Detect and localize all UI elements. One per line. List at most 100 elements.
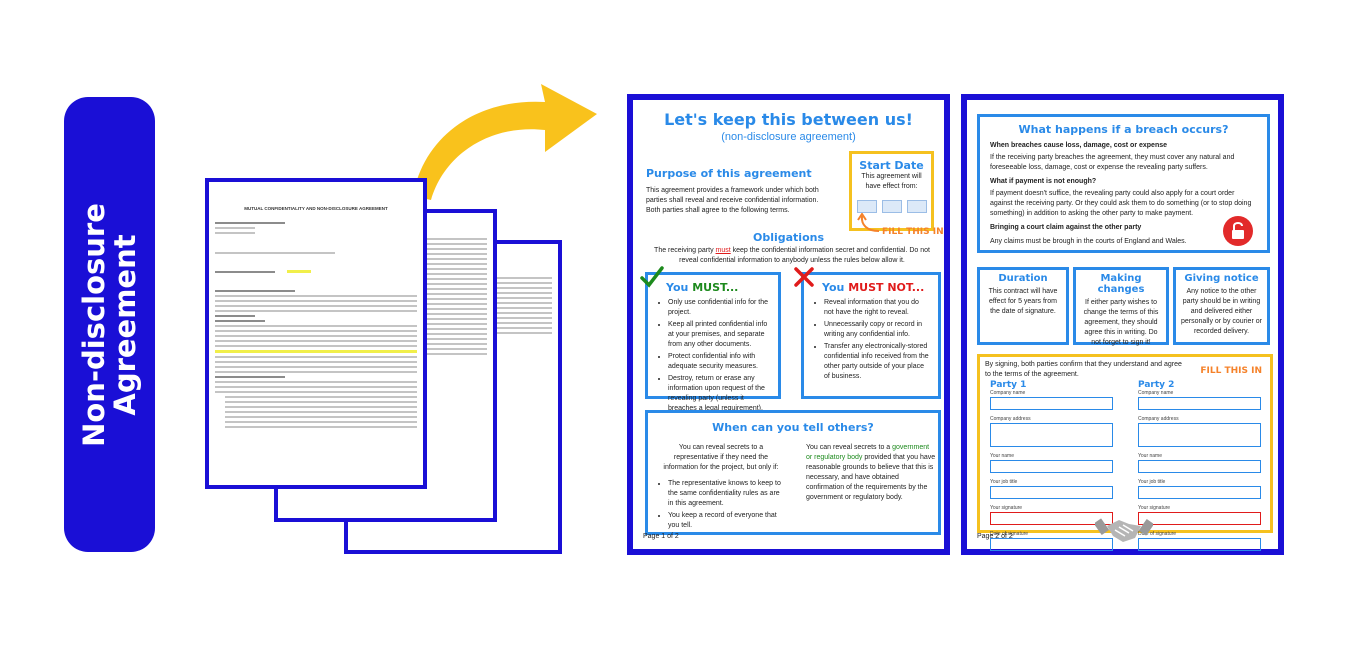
party-2-date-of-signature-field[interactable]	[1138, 538, 1261, 551]
must-not-item: Unnecessarily copy or record in writing …	[824, 320, 930, 340]
page-2-number: Page 2 of 2	[977, 533, 1013, 540]
breach-heading: What happens if a breach occurs?	[1018, 123, 1229, 136]
agreement-page-2: What happens if a breach occurs? When br…	[961, 94, 1284, 555]
start-date-day-field[interactable]	[857, 200, 877, 213]
must-not-keyword: MUST NOT...	[848, 281, 925, 294]
signing-intro: By signing, both parties confirm that th…	[985, 361, 1182, 378]
padlock-icon	[1223, 216, 1253, 246]
breach-text-1: If the receiving party breaches the agre…	[990, 154, 1235, 171]
purpose-heading: Purpose of this agreement	[646, 167, 812, 180]
obligations-text: The receiving party must keep the confid…	[647, 246, 937, 266]
title-banner: Non-disclosure Agreement	[64, 97, 155, 552]
tell-others-right: You can reveal secrets to a government o…	[806, 443, 936, 503]
duration-box: Duration This contract will have effect …	[977, 267, 1069, 345]
tell-others-right-end: provided that you have reasonable ground…	[806, 454, 936, 501]
start-date-year-field[interactable]	[907, 200, 927, 213]
start-date-heading: Start Date	[859, 159, 924, 172]
party-2-your-name-field[interactable]	[1138, 460, 1261, 473]
party-1-section: Party 1 Company name Company address You…	[990, 380, 1113, 557]
party-2-job-title-field[interactable]	[1138, 486, 1261, 499]
page-title: Let's keep this between us!	[664, 110, 913, 129]
tell-others-left-intro: You can reveal secrets to a representati…	[663, 444, 779, 471]
field-label: Date of signature	[990, 531, 1029, 537]
must-not-heading: You MUST NOT...	[822, 281, 930, 294]
tell-others-left: You can reveal secrets to a representati…	[656, 443, 786, 533]
must-item: Protect confidential info with adequate …	[668, 352, 770, 372]
tell-others-left-list: The representative knows to keep to the …	[656, 479, 786, 531]
field-label: Your name	[1138, 453, 1162, 459]
making-changes-heading: Making changes	[1097, 273, 1145, 295]
breach-sub-2: What if payment is not enough?	[990, 178, 1097, 185]
breach-sub-3: Bringing a court claim against the other…	[990, 224, 1142, 231]
banner-line-1: Non-disclosure	[76, 202, 111, 447]
signing-box: By signing, both parties confirm that th…	[977, 354, 1273, 551]
breach-sub-1: When breaches cause loss, damage, cost o…	[990, 142, 1168, 149]
field-label: Your signature	[990, 505, 1023, 511]
party-2-company-address-field[interactable]	[1138, 423, 1261, 447]
start-date-month-field[interactable]	[882, 200, 902, 213]
old-document-heading: MUTUAL CONFIDENTIALITY AND NON-DISCLOSUR…	[244, 206, 388, 211]
purpose-text: This agreement provides a framework unde…	[646, 187, 819, 214]
party-2-signature-field[interactable]	[1138, 512, 1261, 525]
party-1-company-name-field[interactable]	[990, 397, 1113, 410]
party-1-date-of-signature-field[interactable]	[990, 538, 1113, 551]
banner-line-2: Agreement	[107, 233, 142, 416]
party-2-section: Party 2 Company name Company address You…	[1138, 380, 1261, 557]
field-label: Company name	[1138, 390, 1174, 396]
handshake-icon	[1095, 518, 1153, 542]
field-label: Your name	[990, 453, 1014, 459]
making-changes-text: If either party wishes to change the ter…	[1083, 299, 1159, 346]
field-label: Your job title	[990, 479, 1018, 485]
making-changes-box: Making changes If either party wishes to…	[1073, 267, 1169, 346]
field-label: Company address	[990, 416, 1031, 422]
party-1-heading: Party 1	[990, 380, 1027, 390]
must-keyword: MUST...	[692, 281, 739, 294]
party-1-signature-field[interactable]	[990, 512, 1113, 525]
cross-mark-icon	[794, 267, 814, 287]
start-date-fields	[857, 200, 927, 213]
start-date-box: Start Date This agreement will have effe…	[849, 151, 934, 231]
curved-arrow-icon	[857, 213, 880, 232]
start-date-text: This agreement will have effect from:	[861, 173, 922, 190]
party-1-company-address-field[interactable]	[990, 423, 1113, 447]
must-not-item: Reveal information that you do not have …	[824, 298, 930, 318]
obligations-must-word: must	[715, 247, 731, 254]
party-1-job-title-field[interactable]	[990, 486, 1113, 499]
breach-box: What happens if a breach occurs? When br…	[977, 114, 1270, 253]
must-not-box: You MUST NOT... Reveal information that …	[801, 272, 941, 399]
tell-others-left-item: You keep a record of everyone that you t…	[668, 511, 786, 531]
field-label: Your signature	[1138, 505, 1171, 511]
signing-fill-note: FILL THIS IN	[1200, 366, 1262, 376]
start-date-fill-note: FILL THIS IN	[882, 227, 944, 237]
must-item: Keep all printed confidential info at yo…	[668, 320, 770, 350]
must-list: Only use confidential info for the proje…	[656, 298, 770, 414]
must-heading: You MUST...	[666, 281, 770, 294]
page-1-number: Page 1 of 2	[643, 533, 679, 540]
duration-text: This contract will have effect for 5 yea…	[988, 288, 1058, 315]
must-item: Destroy, return or erase any information…	[668, 374, 770, 414]
tell-others-left-item: The representative knows to keep to the …	[668, 479, 786, 509]
giving-notice-box: Giving notice Any notice to the other pa…	[1173, 267, 1270, 345]
breach-text-2: If payment doesn't suffice, the revealin…	[990, 190, 1252, 217]
tell-others-heading: When can you tell others?	[712, 421, 874, 434]
duration-heading: Duration	[998, 273, 1048, 284]
must-prefix: You	[666, 281, 693, 294]
tell-others-right-start: You can reveal secrets to a	[806, 444, 893, 451]
party-2-heading: Party 2	[1138, 380, 1175, 390]
party-2-company-name-field[interactable]	[1138, 397, 1261, 410]
agreement-page-1: Let's keep this between us! (non-disclos…	[627, 94, 950, 555]
check-mark-icon	[640, 266, 664, 288]
must-item: Only use confidential info for the proje…	[668, 298, 770, 318]
banner-title: Non-disclosure Agreement	[76, 202, 142, 447]
party-1-your-name-field[interactable]	[990, 460, 1113, 473]
field-label: Date of signature	[1138, 531, 1177, 537]
giving-notice-heading: Giving notice	[1184, 273, 1259, 284]
tell-others-right-green: government or regulatory body	[806, 444, 930, 461]
giving-notice-text: Any notice to the other party should be …	[1181, 288, 1262, 335]
breach-text-3: Any claims must be brough in the courts …	[990, 238, 1187, 245]
page-subtitle: (non-disclosure agreement)	[721, 131, 856, 143]
field-label: Company name	[990, 390, 1026, 396]
must-not-item: Transfer any electronically-stored confi…	[824, 342, 930, 382]
obligations-text-end: keep the confidential information secret…	[679, 247, 930, 264]
must-not-prefix: You	[822, 281, 849, 294]
